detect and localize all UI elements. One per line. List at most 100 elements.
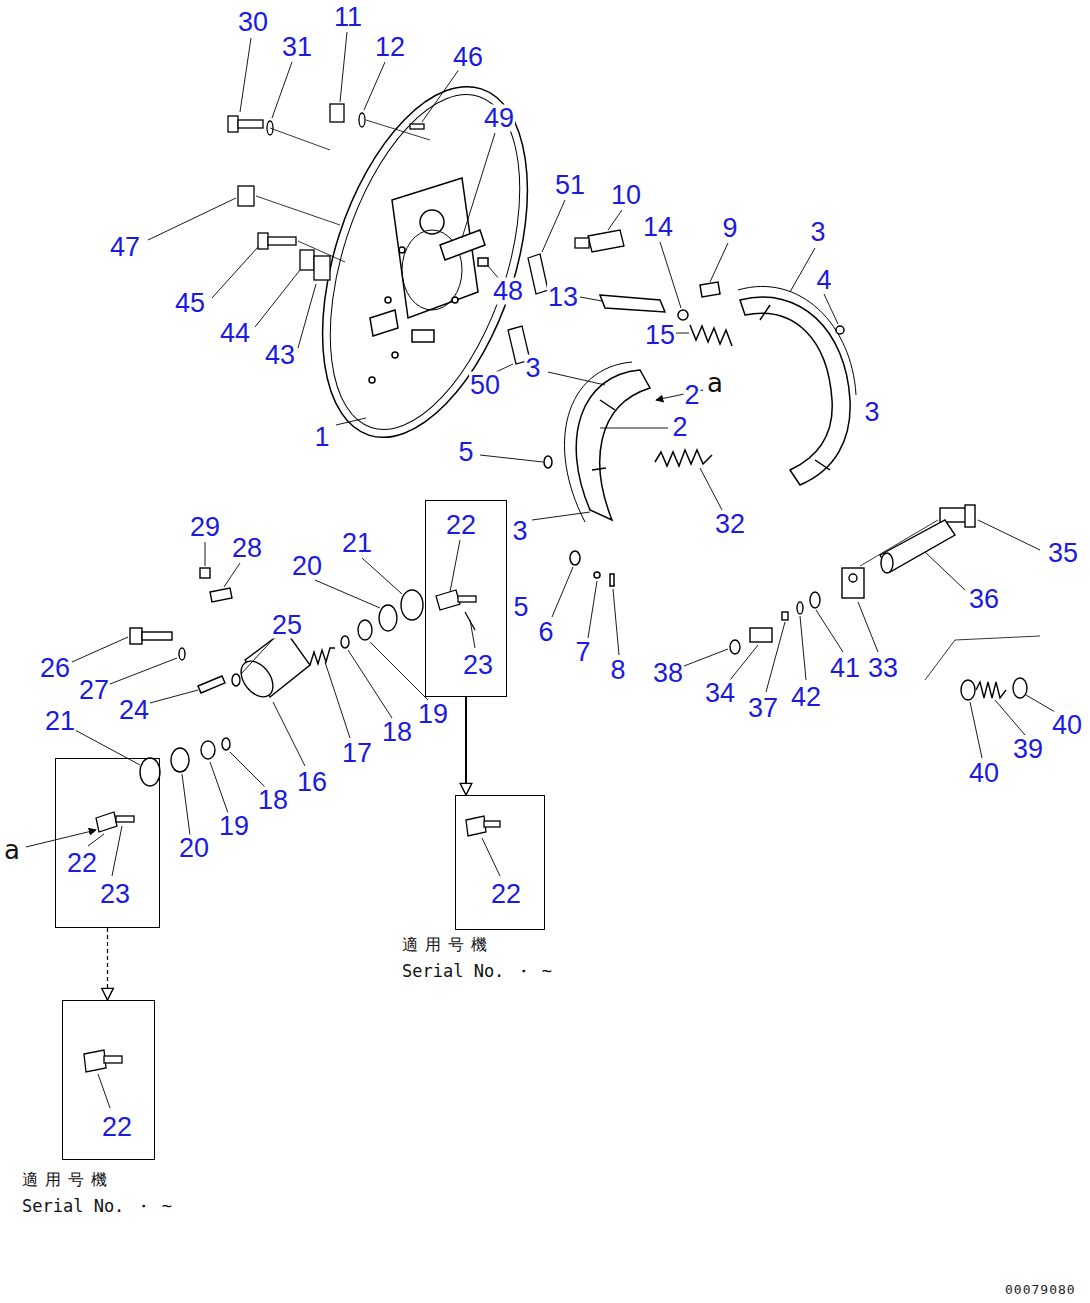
leader-lines (26, 32, 1055, 1108)
adjuster (961, 680, 975, 700)
leader-lines (995, 700, 1025, 735)
callout-number: 43 (264, 342, 296, 369)
bolts (575, 238, 589, 248)
adjuster (810, 592, 820, 608)
view-marker: a (707, 370, 723, 396)
inset-parts (96, 812, 117, 832)
adjuster (842, 568, 864, 598)
brake-shoes (576, 370, 650, 520)
callout-number: 18 (257, 787, 289, 814)
adjuster (860, 520, 938, 566)
wheel-cylinder (341, 636, 349, 648)
callout-number: 23 (462, 652, 494, 679)
leader-lines (552, 567, 573, 617)
callout-number: 20 (291, 553, 323, 580)
inset-box: 22 (62, 1000, 155, 1160)
leader-lines (348, 650, 392, 718)
inset-box: 2223 (55, 758, 160, 928)
leader-lines (978, 520, 1040, 550)
leader-lines (925, 552, 965, 590)
leader-lines (255, 270, 300, 327)
callout-number: 33 (867, 655, 899, 682)
leader-lines (482, 838, 500, 876)
callout-number: 10 (610, 182, 642, 209)
bolts (314, 256, 330, 280)
inset-parts (466, 816, 486, 836)
leader-lines (684, 649, 728, 666)
callout-number: 28 (231, 535, 263, 562)
flow-arrow (107, 928, 108, 1000)
inset-parts (84, 1050, 106, 1072)
inset-box: 2223 (425, 500, 507, 697)
callout-number: 23 (99, 881, 131, 908)
inset-box: 22 (455, 795, 545, 930)
wheel-cylinder (222, 738, 230, 750)
leader-lines (362, 558, 402, 594)
callout-number: 22 (490, 881, 522, 908)
leader-lines (273, 702, 305, 766)
bolts (268, 237, 296, 245)
wheel-cylinder (235, 655, 280, 703)
callout-number: 12 (374, 34, 406, 61)
bolts (528, 254, 548, 294)
wheel-cylinder (142, 632, 172, 640)
wheel-cylinder (140, 758, 160, 786)
wheel-cylinder (200, 568, 210, 578)
callout-number: 11 (333, 4, 363, 31)
leader-lines (212, 247, 258, 298)
leader-lines (182, 774, 190, 835)
leader-lines (600, 428, 668, 429)
brake-shoes (592, 468, 606, 470)
bolts (228, 104, 624, 364)
view-marker: a (4, 837, 20, 863)
callout-number: 37 (747, 695, 779, 722)
callout-number: 3 (863, 399, 880, 426)
leader-lines (26, 830, 96, 847)
callout-number: 48 (492, 278, 524, 305)
leader-lines (816, 610, 843, 652)
leader-lines (462, 133, 495, 238)
leader-lines (800, 616, 806, 680)
bolts (258, 233, 268, 249)
callout-number: 34 (704, 680, 736, 707)
leader-lines (88, 834, 104, 846)
callout-number: 50 (469, 372, 501, 399)
drawing-code: 00079080 (1005, 1283, 1076, 1296)
leader-lines (450, 540, 460, 592)
callout-number: 25 (271, 612, 303, 639)
leader-lines (970, 702, 982, 758)
leader-lines (325, 662, 350, 738)
brake-shoes (655, 450, 712, 466)
brake-shoes (564, 362, 632, 522)
leader-lines (422, 68, 460, 122)
callout-number: 30 (237, 9, 269, 36)
wheel-cylinder (310, 648, 335, 665)
wheel-cylinder (179, 648, 185, 660)
callout-number: 39 (1012, 736, 1044, 763)
callout-number: 22 (101, 1114, 133, 1141)
leader-lines (588, 581, 597, 638)
leader-lines (241, 637, 275, 674)
adjuster (1013, 678, 1027, 698)
leader-lines (790, 248, 815, 292)
backing-plate (412, 330, 434, 342)
leader-lines (700, 468, 722, 510)
inset-parts (484, 821, 500, 827)
inset-parts (104, 1056, 122, 1063)
callout-number: 27 (78, 677, 110, 704)
leader-lines (112, 826, 122, 876)
bolts (330, 104, 344, 122)
brake-shoes (815, 460, 830, 470)
leader-lines (608, 210, 622, 230)
adjuster (881, 553, 893, 573)
callout-number: 16 (296, 769, 328, 796)
adjuster (976, 682, 1006, 698)
leader-lines (110, 658, 177, 684)
leader-lines (858, 602, 878, 652)
callout-number: 51 (554, 172, 586, 199)
serial-note: Serial No. ・ ~ (402, 963, 552, 980)
inset-parts (458, 596, 476, 602)
callout-number: 2 (671, 414, 688, 441)
